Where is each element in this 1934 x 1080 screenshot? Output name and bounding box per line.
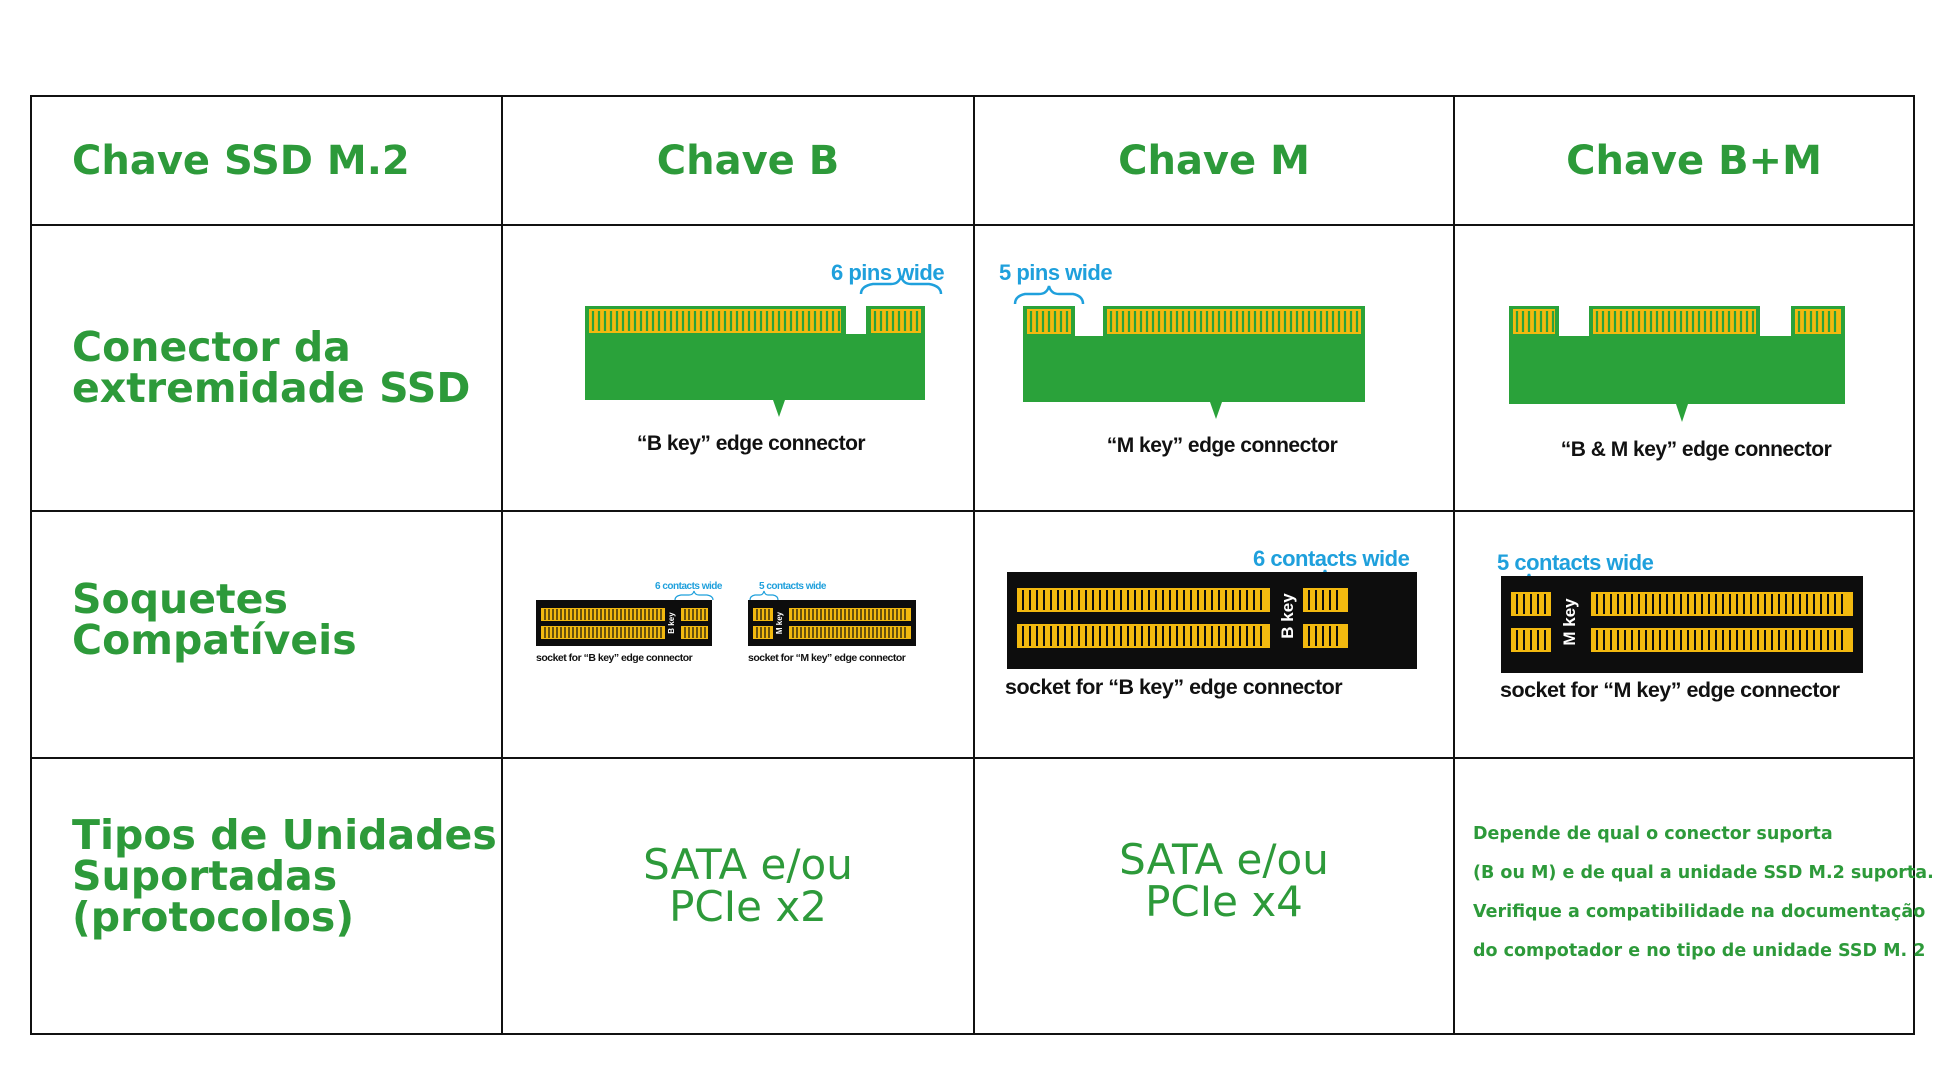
contacts-annotation-large-b: 6 contacts wide bbox=[1253, 546, 1410, 571]
small-b-socket-key-label: B key bbox=[667, 612, 676, 634]
cell-sockets-m: 6 contacts wide B key socket for “B key”… bbox=[975, 512, 1455, 759]
protocols-b-line1: SATA e/ou bbox=[643, 840, 853, 889]
protocols-m-line2: PCIe x4 bbox=[1145, 877, 1303, 926]
m-key-socket-graphic: M key bbox=[1501, 573, 1863, 673]
small-m-socket-key-label: M key bbox=[775, 611, 784, 634]
caption-large-b-socket: socket for “B key” edge connector bbox=[1005, 675, 1343, 699]
header-cell-b: Chave B bbox=[503, 97, 975, 226]
caption-b-key-edge-connector: “B key” edge connector bbox=[636, 432, 866, 455]
header-cell-key: Chave SSD M.2 bbox=[32, 97, 503, 226]
cell-protocols-bm: Depende de qual o conector suporta (B ou… bbox=[1455, 759, 1934, 1035]
row-label-protocols: Tipos de Unidades Suportadas (protocolos… bbox=[32, 759, 503, 1035]
contacts-annotation-small-b: 6 contacts wide bbox=[655, 581, 722, 592]
cell-protocols-b: SATA e/ou PCIe x2 bbox=[503, 759, 975, 1035]
pins-annotation-b: 6 pins wide bbox=[831, 260, 945, 285]
cell-sockets-b: 6 contacts wide 5 contacts wide B key M … bbox=[503, 512, 975, 759]
cell-sockets-bm: 5 contacts wide M key socket for “M key”… bbox=[1455, 512, 1915, 759]
header-label-m: Chave M bbox=[1118, 137, 1310, 184]
protocols-m-line1: SATA e/ou bbox=[1119, 835, 1329, 884]
ssd-key-table: Chave SSD M.2 Chave B Chave M Chave B+M … bbox=[30, 95, 1934, 1035]
caption-small-b-socket: socket for “B key” edge connector bbox=[536, 652, 693, 664]
cell-connector-m: 5 pins wide “M key” edge connector bbox=[975, 226, 1455, 512]
protocols-bm-line3: Verifique a compatibilidade na documenta… bbox=[1473, 902, 1926, 922]
header-label-bm: Chave B+M bbox=[1566, 137, 1822, 184]
m-key-edge-connector-graphic bbox=[1013, 285, 1365, 419]
row-label-sockets-line2: Compatíveis bbox=[72, 615, 357, 664]
cell-connector-bm: “B & M key” edge connector bbox=[1455, 226, 1915, 512]
pins-annotation-m: 5 pins wide bbox=[999, 260, 1113, 285]
protocols-bm-line4: do compotador e no tipo de unidade SSD M… bbox=[1473, 941, 1926, 961]
large-b-socket-key-label: B key bbox=[1278, 593, 1297, 639]
caption-bm-key-edge-connector: “B & M key” edge connector bbox=[1560, 438, 1832, 461]
contacts-annotation-large-m: 5 contacts wide bbox=[1497, 550, 1654, 575]
caption-m-key-edge-connector: “M key” edge connector bbox=[1106, 434, 1338, 457]
row-label-connector-line2: extremidade SSD bbox=[72, 364, 471, 412]
header-label-key: Chave SSD M.2 bbox=[72, 137, 410, 184]
caption-small-m-socket: socket for “M key” edge connector bbox=[748, 652, 906, 664]
protocols-bm-line2: (B ou M) e de qual a unidade SSD M.2 sup… bbox=[1473, 863, 1934, 883]
row-label-sockets: Soquetes Compatíveis bbox=[32, 512, 503, 759]
header-label-b: Chave B bbox=[656, 137, 840, 184]
large-m-socket-key-label: M key bbox=[1560, 598, 1579, 646]
protocols-b-line2: PCIe x2 bbox=[669, 882, 827, 931]
header-cell-bm: Chave B+M bbox=[1455, 97, 1915, 226]
row-label-protocols-line1: Tipos de Unidades bbox=[72, 810, 497, 859]
contacts-annotation-small-m: 5 contacts wide bbox=[759, 581, 826, 592]
header-cell-m: Chave M bbox=[975, 97, 1455, 226]
caption-large-m-socket: socket for “M key” edge connector bbox=[1500, 678, 1840, 702]
row-label-protocols-line3: (protocolos) bbox=[72, 892, 355, 941]
b-key-edge-connector-graphic bbox=[585, 275, 943, 417]
b-key-socket-graphic: B key bbox=[1007, 569, 1417, 669]
cell-connector-b: 6 pins wide “B key” edge connector bbox=[503, 226, 975, 512]
cell-protocols-m: SATA e/ou PCIe x4 bbox=[975, 759, 1455, 1035]
row-label-protocols-line2: Suportadas bbox=[72, 851, 338, 900]
small-sockets-graphic: B key M key bbox=[536, 590, 916, 646]
protocols-bm-line1: Depende de qual o conector suporta bbox=[1473, 824, 1833, 844]
row-label-sockets-line1: Soquetes bbox=[72, 574, 288, 623]
row-label-connector-line1: Conector da bbox=[72, 323, 351, 371]
bm-key-edge-connector-graphic bbox=[1509, 306, 1845, 422]
row-label-connector: Conector da extremidade SSD bbox=[32, 226, 503, 512]
